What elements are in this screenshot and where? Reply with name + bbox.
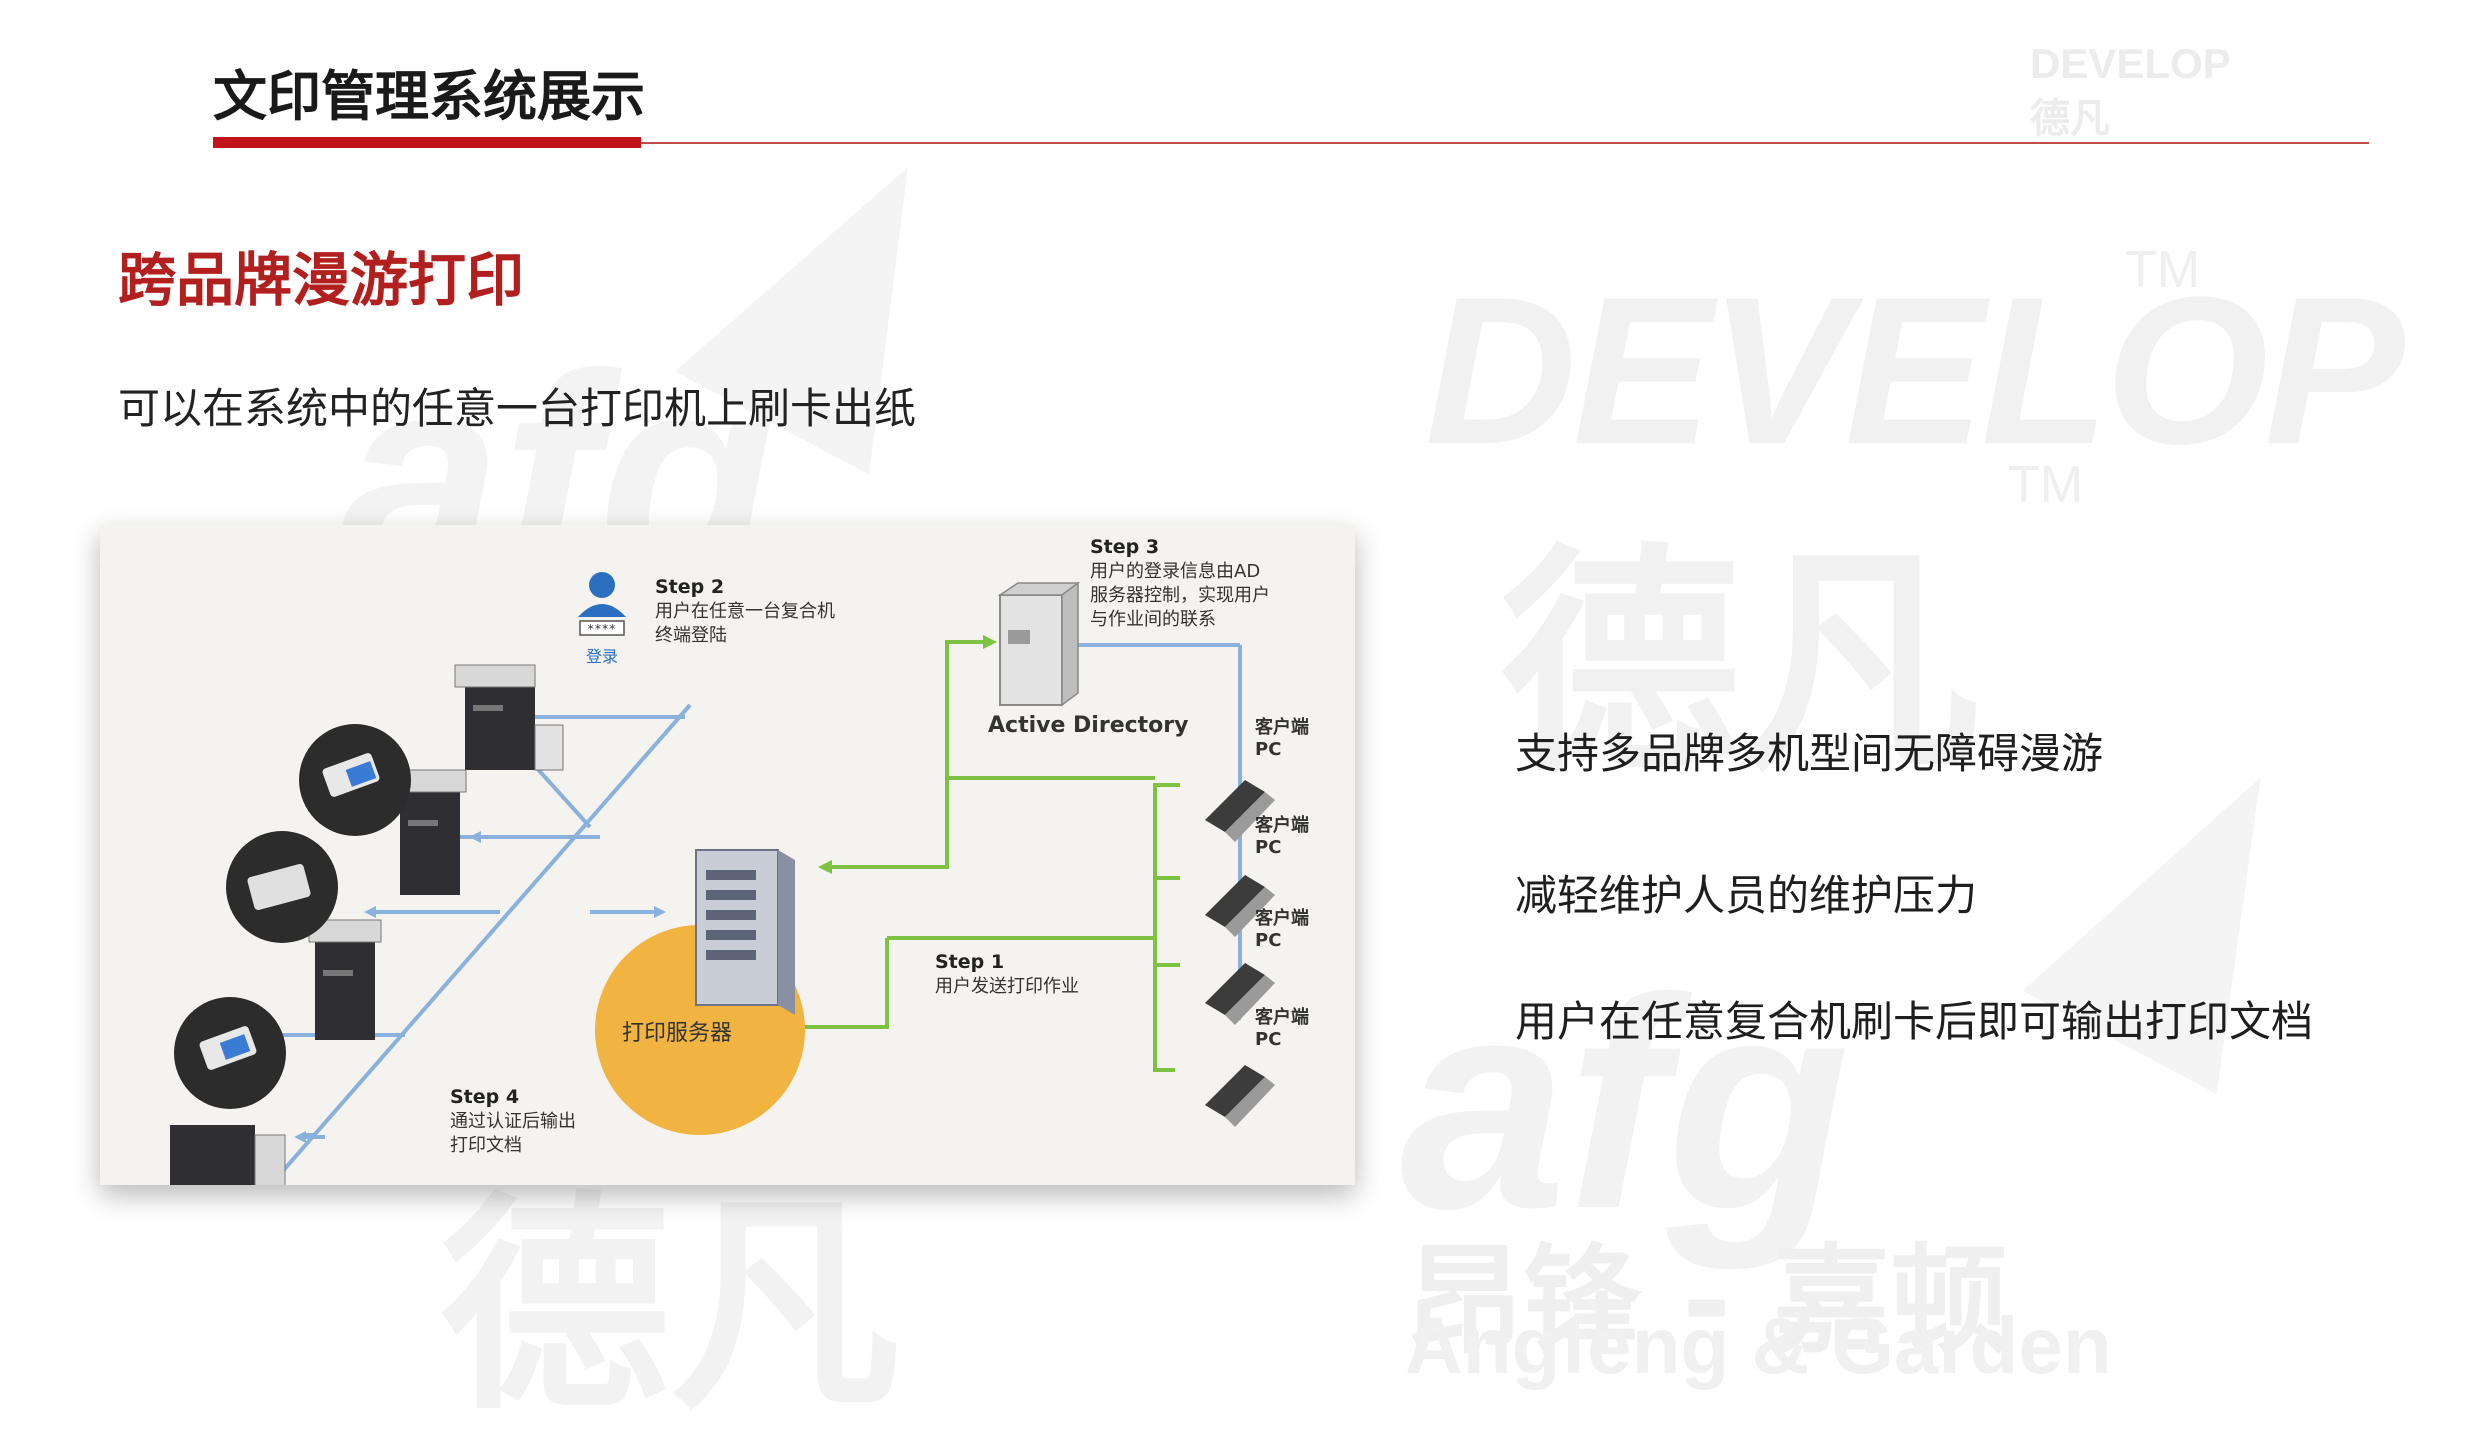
client-pc-line2: PC (1255, 930, 1282, 951)
card-swipe-photo-icon (174, 997, 286, 1109)
client-pc-label: 客户端 PC (1255, 815, 1309, 859)
bullet-item: 用户在任意复合机刷卡后即可输出打印文档 (1515, 997, 2314, 1046)
print-server-tower-icon (695, 849, 795, 1015)
mfp-printer-icon (454, 664, 564, 771)
client-pc-line1: 客户端 (1255, 815, 1309, 836)
section-title: 跨品牌漫游打印 (118, 246, 525, 314)
step2-line2: 终端登陆 (655, 625, 727, 646)
step4-label: Step 4 通过认证后输出 打印文档 (450, 1085, 576, 1158)
client-pc-line1: 客户端 (1255, 717, 1309, 738)
watermark-tm: TM (2125, 241, 2201, 299)
client-pc-line1: 客户端 (1255, 1007, 1309, 1028)
watermark-corner-develop: DEVELOP (2030, 40, 2231, 87)
step3-line3: 与作业间的联系 (1090, 609, 1216, 630)
watermark-develop: DEVELOP (1425, 253, 2405, 488)
step1-title: Step 1 (935, 951, 1005, 973)
print-server-label: 打印服务器 (622, 1021, 733, 1046)
active-directory-server-icon (997, 581, 1081, 707)
bullet-item: 支持多品牌多机型间无障碍漫游 (1515, 729, 2104, 778)
client-pc-line2: PC (1255, 837, 1282, 858)
laptop-pc-icon (1205, 963, 1275, 1025)
mfp-printer-icon (170, 1125, 286, 1185)
diagram-graphics: **** (170, 572, 1275, 1185)
step1-label: Step 1 用户发送打印作业 (935, 950, 1079, 999)
step2-line1: 用户在任意一台复合机 (655, 601, 835, 622)
client-pc-line2: PC (1255, 1029, 1282, 1050)
step3-line1: 用户的登录信息由AD (1090, 561, 1261, 582)
title-divider-line (641, 142, 2369, 144)
step4-line1: 通过认证后输出 (450, 1111, 576, 1132)
mfp-printer-icon (393, 769, 467, 895)
client-pc-label: 客户端 PC (1255, 908, 1309, 952)
step3-line2: 服务器控制，实现用户 (1090, 585, 1270, 606)
login-label: 登录 (586, 647, 619, 666)
client-pc-label: 客户端 PC (1255, 717, 1309, 761)
step4-title: Step 4 (450, 1086, 520, 1108)
step2-label: Step 2 用户在任意一台复合机 终端登陆 (655, 575, 835, 648)
bullet-item: 减轻维护人员的维护压力 (1515, 871, 1978, 920)
watermark-angfeng-cn: 昂锋 - 嘉顿 (1405, 1232, 2009, 1370)
section-description: 可以在系统中的任意一台打印机上刷卡出纸 (118, 384, 917, 433)
step1-line1: 用户发送打印作业 (935, 976, 1079, 997)
green-arrows (773, 635, 1180, 1072)
watermark-angfeng-en: Angfeng & Garden (1405, 1301, 2112, 1390)
client-pc-label: 客户端 PC (1255, 1007, 1309, 1051)
step3-label: Step 3 用户的登录信息由AD 服务器控制，实现用户 与作业间的联系 (1090, 535, 1270, 632)
client-pc-line1: 客户端 (1255, 908, 1309, 929)
title-underline-bar (213, 137, 641, 148)
laptop-pc-icon (1205, 780, 1275, 842)
watermark-corner-defeng: 德凡 (2030, 97, 2110, 141)
roaming-print-diagram: **** (100, 525, 1355, 1185)
mfp-printer-icon (308, 919, 382, 1040)
laptop-pc-icon (1205, 875, 1275, 937)
watermark-afg: afg (1400, 935, 1850, 1271)
watermark-tm: TM (2008, 456, 2084, 514)
active-directory-label: Active Directory (988, 713, 1189, 738)
step4-line2: 打印文档 (450, 1135, 522, 1156)
card-swipe-photo-icon (226, 831, 338, 943)
step3-title: Step 3 (1090, 536, 1160, 558)
watermark-defeng: 德凡 (1500, 524, 1981, 804)
page-title: 文印管理系统展示 (213, 65, 645, 128)
step2-title: Step 2 (655, 576, 725, 598)
user-login-icon: **** (578, 572, 626, 636)
svg-text:****: **** (587, 622, 616, 636)
client-pc-line2: PC (1255, 739, 1282, 760)
card-swipe-photo-icon (299, 724, 411, 836)
laptop-pc-icon (1205, 1065, 1275, 1127)
